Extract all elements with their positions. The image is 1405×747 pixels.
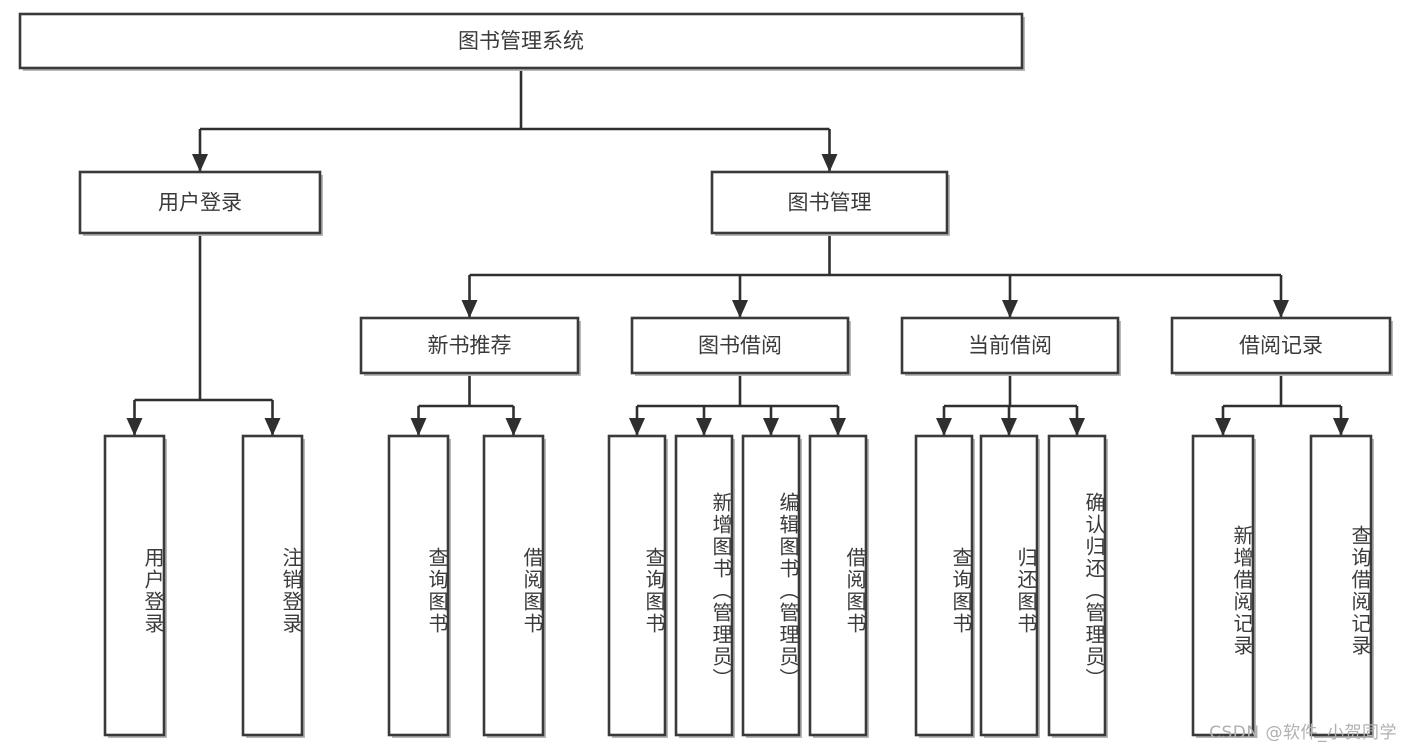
level3-node-box[interactable] [900, 316, 1120, 375]
level3-node-box[interactable] [1170, 316, 1392, 375]
arrow-head-icon [126, 418, 143, 436]
leaf-node-box[interactable] [1191, 434, 1255, 737]
arrow-head-icon [410, 418, 427, 436]
arrow-head-icon [732, 300, 748, 318]
root-node-label: 图书管理系统 [458, 29, 584, 53]
arrow-head-icon [264, 418, 281, 436]
leaf-node-box[interactable] [1309, 434, 1373, 737]
leaf-node-box[interactable] [482, 434, 545, 737]
level2-node-box[interactable] [710, 170, 949, 235]
leaf-node-box[interactable] [607, 434, 667, 737]
leaf-node-box[interactable] [808, 434, 868, 737]
arrow-head-icon [192, 154, 208, 172]
arrow-head-icon [696, 418, 712, 436]
level3-node-label: 当前借阅 [968, 334, 1052, 358]
level3-node-label: 新书推荐 [428, 334, 512, 358]
leaf-node-box[interactable] [674, 434, 734, 737]
leaf-node-box[interactable] [241, 434, 304, 737]
level2-node-label: 图书管理 [788, 191, 872, 215]
level3-node-box[interactable] [359, 316, 580, 375]
leaf-node-box[interactable] [979, 434, 1039, 737]
level3-node-box[interactable] [630, 316, 850, 375]
leaf-node-box[interactable] [914, 434, 974, 737]
arrow-head-icon [1002, 300, 1018, 318]
arrow-head-icon [629, 418, 645, 436]
level3-node-label: 借阅记录 [1239, 334, 1323, 358]
level2-node-label: 用户登录 [158, 191, 242, 215]
watermark-text: CSDN @软件_小贺同学 [1209, 723, 1397, 743]
arrow-head-icon [1215, 418, 1231, 436]
leaf-node-box[interactable] [387, 434, 450, 737]
arrow-head-icon [763, 418, 779, 436]
arrow-head-icon [1001, 418, 1017, 436]
arrow-head-icon [1069, 418, 1085, 436]
leaf-node-box[interactable] [741, 434, 801, 737]
root-node-box[interactable] [18, 12, 1024, 70]
level3-node-label: 图书借阅 [698, 334, 782, 358]
connectors-layer [126, 68, 1349, 436]
level2-node-box[interactable] [78, 170, 322, 235]
arrow-head-icon [821, 154, 838, 172]
leaf-node-box[interactable] [1047, 434, 1107, 737]
arrow-head-icon [936, 418, 952, 436]
arrow-head-icon [830, 418, 846, 436]
arrow-head-icon [1273, 300, 1289, 318]
arrow-head-icon [505, 418, 522, 436]
boxes-layer [18, 12, 1393, 738]
arrow-head-icon [461, 300, 478, 318]
leaf-node-box[interactable] [103, 434, 166, 737]
arrow-head-icon [1333, 418, 1349, 436]
